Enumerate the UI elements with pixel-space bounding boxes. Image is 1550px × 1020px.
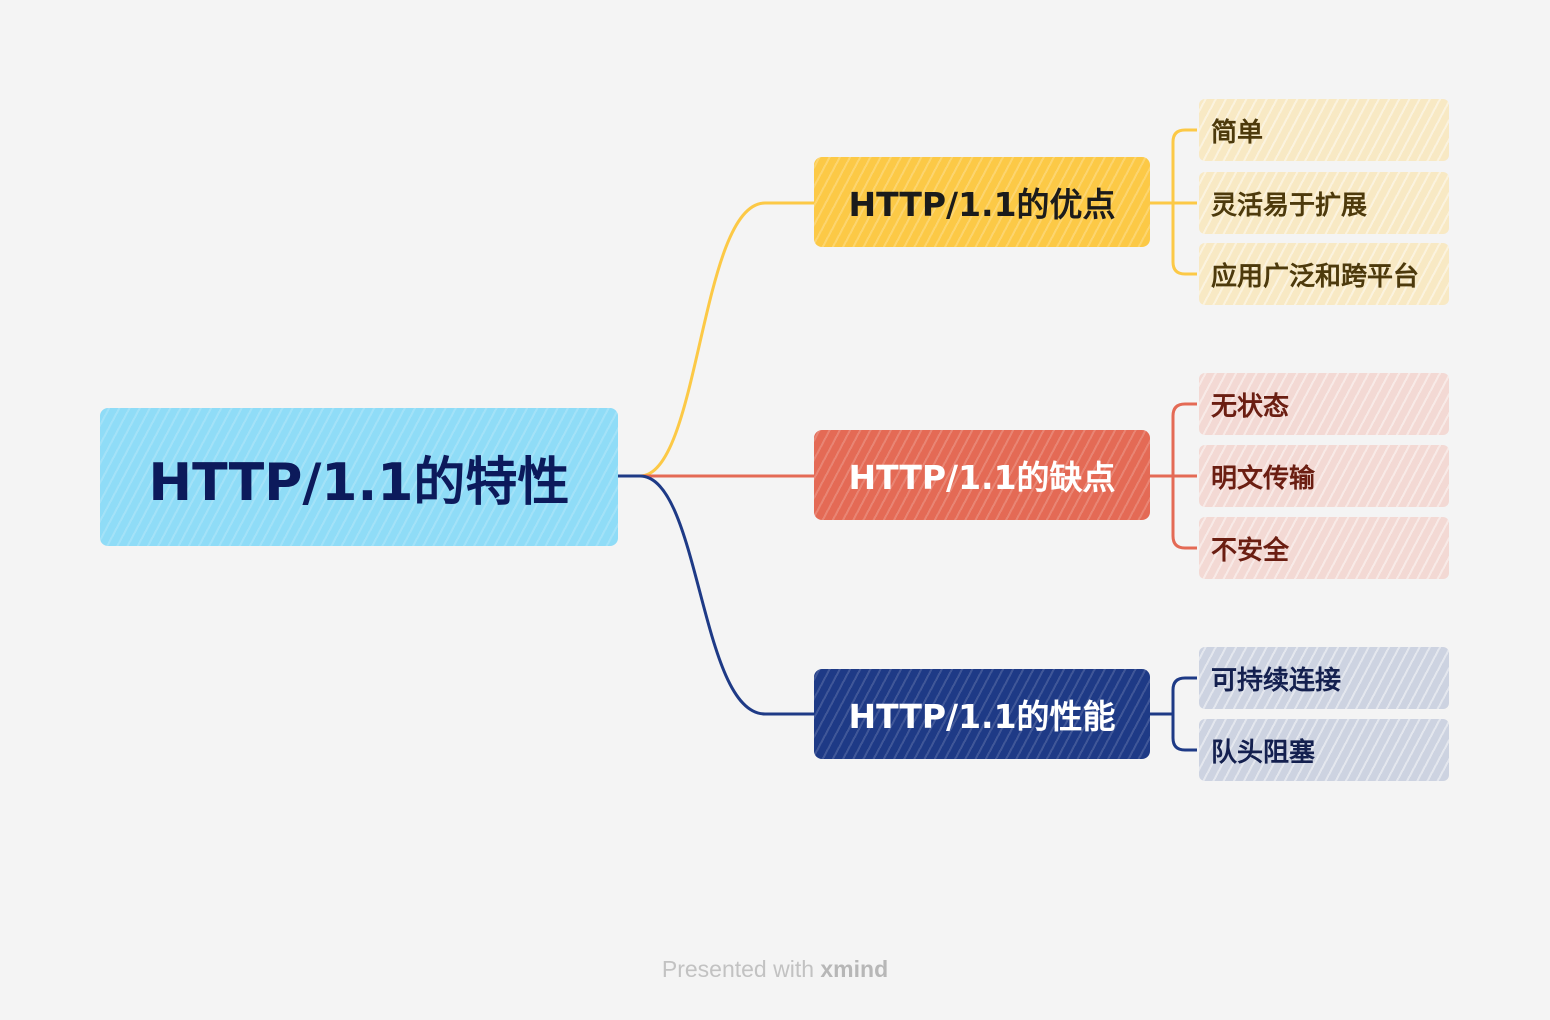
root-topic[interactable]: HTTP/1.1的特性 <box>100 408 618 546</box>
topic-disadvantages[interactable]: HTTP/1.1的缺点 <box>814 430 1150 520</box>
subtopic-plaintext[interactable]: 明文传输 <box>1199 445 1449 507</box>
topic-advantages[interactable]: HTTP/1.1的优点 <box>814 157 1150 247</box>
subtopic-head-of-line-blocking[interactable]: 队头阻塞 <box>1199 719 1449 781</box>
subtopic-flexible-extensible[interactable]: 灵活易于扩展 <box>1199 172 1449 234</box>
connector-performance-items <box>1150 676 1197 752</box>
xmind-brand: xmind <box>820 956 889 982</box>
topic-performance[interactable]: HTTP/1.1的性能 <box>814 669 1150 759</box>
subtopic-simple[interactable]: 简单 <box>1199 99 1449 161</box>
connector-root-advantages <box>618 201 814 478</box>
footer-prefix: Presented with <box>661 956 821 982</box>
subtopic-insecure[interactable]: 不安全 <box>1199 517 1449 579</box>
subtopic-persistent-connection[interactable]: 可持续连接 <box>1199 647 1449 709</box>
subtopic-stateless[interactable]: 无状态 <box>1199 373 1449 435</box>
connector-disadvantages-items <box>1150 402 1197 550</box>
connector-advantages-items <box>1150 128 1197 276</box>
presented-with-footer: Presented with xmind <box>0 956 1550 983</box>
connector-root-performance <box>618 474 814 716</box>
subtopic-cross-platform[interactable]: 应用广泛和跨平台 <box>1199 243 1449 305</box>
